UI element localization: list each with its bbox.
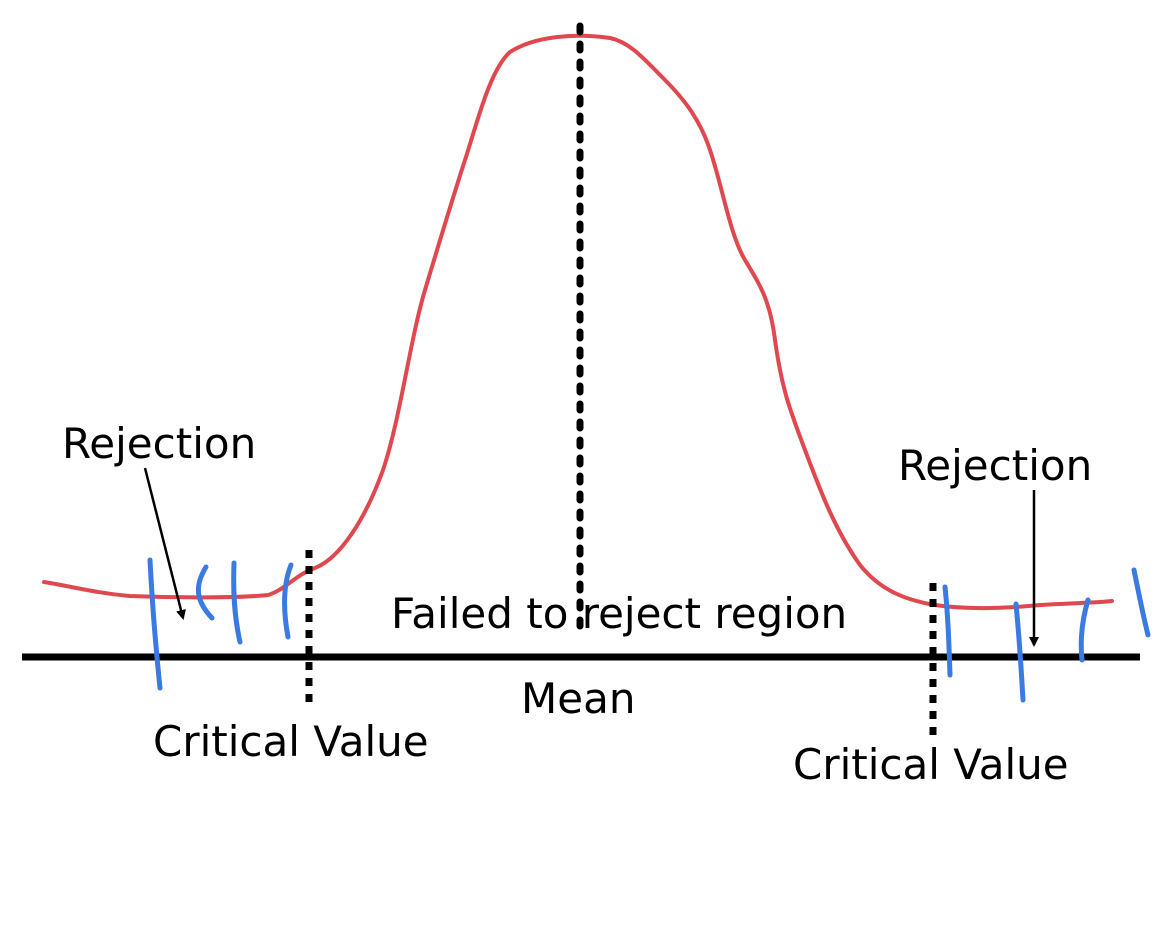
- rejection-label-left: Rejection: [62, 419, 256, 468]
- mean-label: Mean: [521, 674, 635, 723]
- hatch-mark-left-4: [282, 562, 294, 640]
- hatch-mark-right-4: [1131, 567, 1151, 638]
- hatch-mark-left-3: [231, 560, 243, 645]
- distribution-curve: [42, 33, 1114, 611]
- hatch-mark-right-2: [1013, 601, 1026, 703]
- rejection-label-right: Rejection: [898, 441, 1092, 490]
- critical-value-label-right: Critical Value: [793, 740, 1069, 789]
- failed-to-reject-label: Failed to reject region: [391, 589, 847, 638]
- rejection-arrow-left: [143, 467, 186, 620]
- hatch-mark-left-2: [196, 564, 215, 621]
- critical-value-label-left: Critical Value: [153, 717, 429, 766]
- hatch-mark-left-1: [147, 557, 163, 691]
- hatch-marks-right: [942, 567, 1151, 703]
- hatch-mark-right-3: [1078, 597, 1091, 663]
- hatch-mark-right-1: [942, 584, 953, 678]
- hatch-marks-left: [147, 557, 294, 691]
